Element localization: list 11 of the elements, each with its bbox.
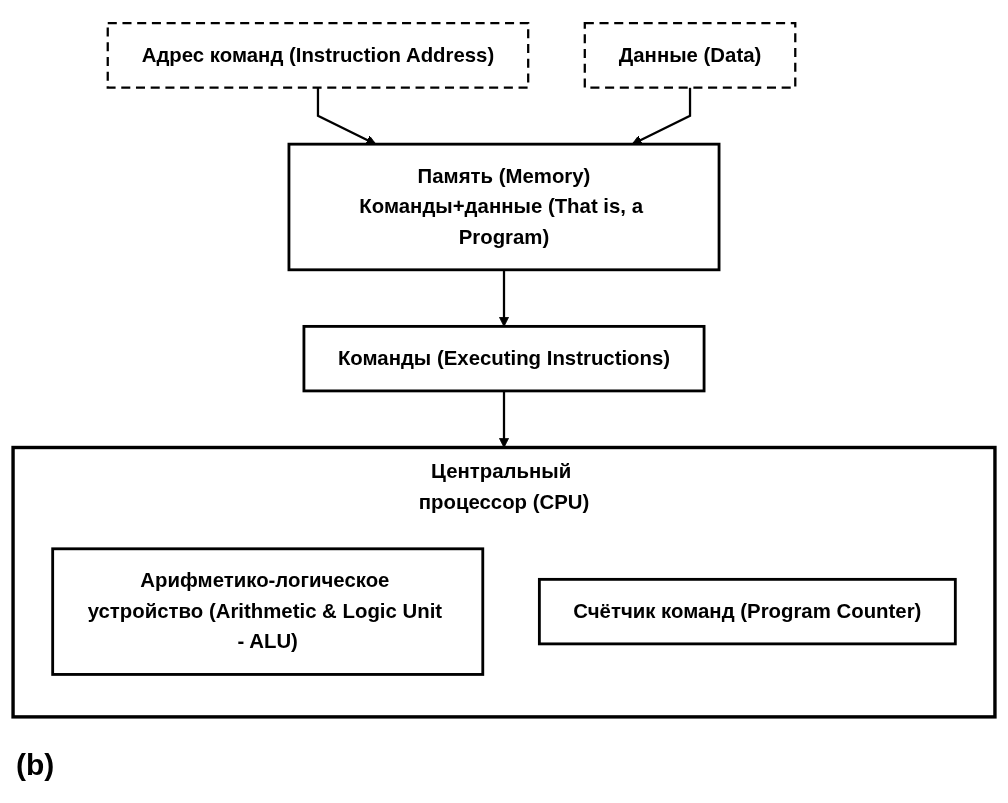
node-box: Команды (Executing Instructions) [302, 325, 706, 393]
arrow [499, 269, 509, 327]
arrow [316, 87, 377, 145]
node-box: Данные (Data) [583, 21, 797, 89]
node-box: Память (Memory) Команды+данные (That is, a Program) [287, 142, 721, 272]
node-box: Адрес команд (Instruction Address) [106, 21, 530, 89]
node-box: Счётчик команд (Program Counter) [537, 577, 957, 646]
panel-label: (b) [16, 748, 55, 782]
arrow [631, 87, 692, 145]
arrow [499, 390, 509, 448]
node-box: Арифметико-логическое устройство (Arithmetic & Logic Unit - ALU) [51, 547, 485, 676]
